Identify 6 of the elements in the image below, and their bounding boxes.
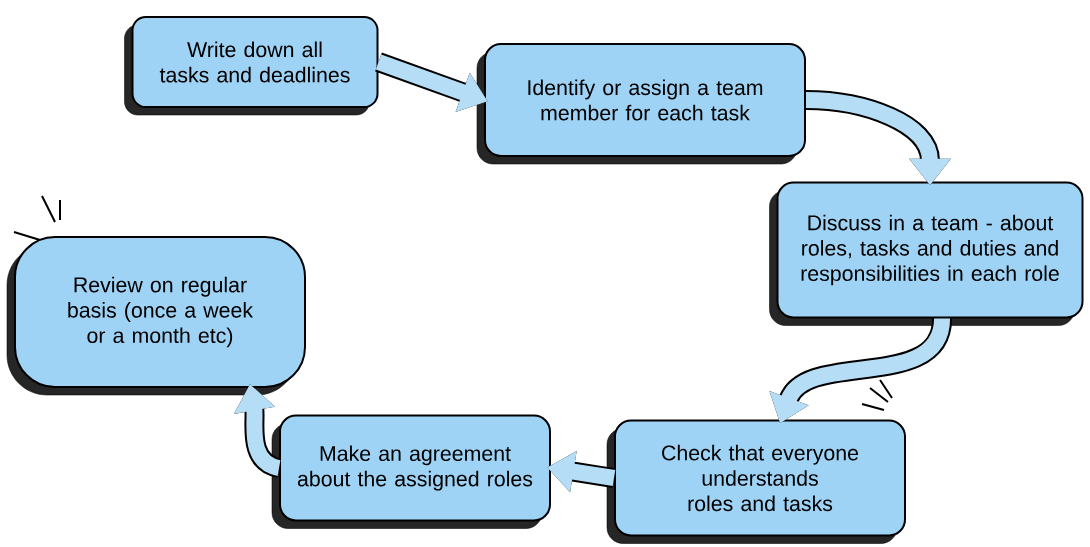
process-box: Write down all tasks and deadlines	[124, 16, 379, 116]
process-box: Check that everyone understands roles and tasks	[606, 419, 906, 544]
process-box: Identify or assign a team member for each task	[476, 43, 806, 165]
process-box: Review on regular basis (once a week or a month etc)	[6, 236, 306, 396]
process-box: Make an agreement about the assigned roles	[271, 414, 551, 529]
process-box: Discuss in a team - about roles, tasks and duties and responsibilities in each role	[769, 181, 1084, 326]
